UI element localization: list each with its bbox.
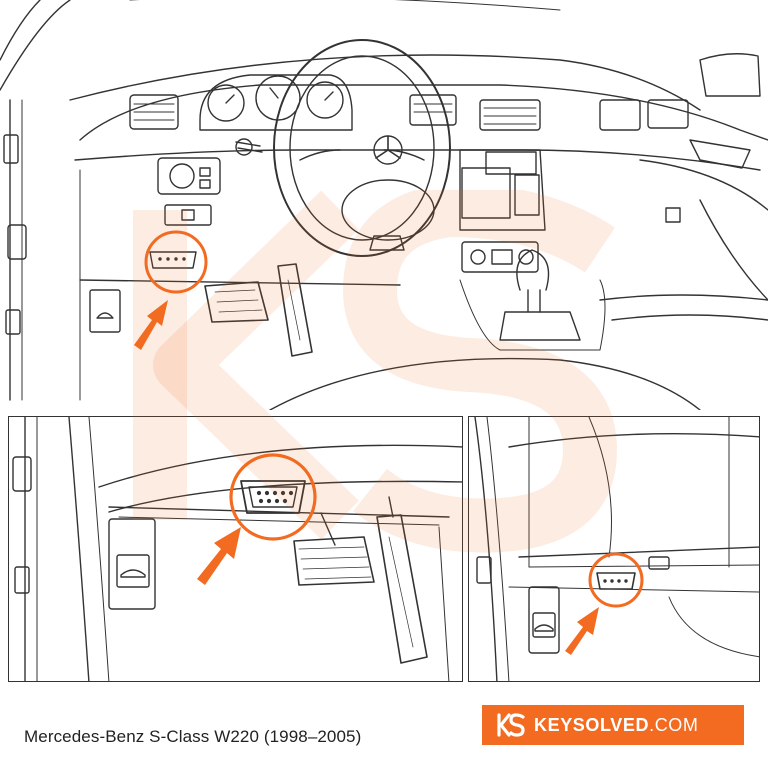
keysolved-logo-icon bbox=[497, 713, 525, 737]
arrow-icon bbox=[134, 300, 168, 350]
lower-dash-detail-illustration bbox=[468, 416, 760, 682]
obd-highlight-right bbox=[565, 552, 644, 655]
footwell-detail-illustration bbox=[8, 416, 463, 682]
dashboard-overview-illustration bbox=[0, 0, 768, 410]
brand-name: KEYSOLVED bbox=[534, 714, 650, 735]
brand-tld: .COM bbox=[649, 714, 699, 735]
obd-highlight-left bbox=[197, 453, 317, 585]
vehicle-caption: Mercedes-Benz S-Class W220 (1998–2005) bbox=[24, 727, 362, 746]
arrow-icon bbox=[565, 607, 599, 655]
obd-highlight-main bbox=[134, 230, 208, 350]
arrow-icon bbox=[197, 527, 241, 585]
keysolved-brand-badge: KEYSOLVED.COM bbox=[482, 705, 744, 745]
